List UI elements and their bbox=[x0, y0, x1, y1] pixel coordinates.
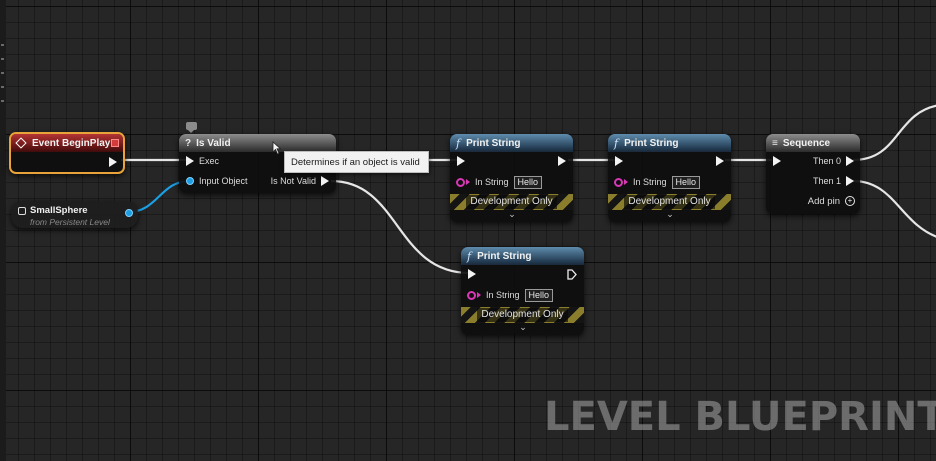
exec-in-arrow-icon bbox=[457, 156, 465, 166]
in-string-input[interactable]: Hello bbox=[524, 288, 554, 302]
in-string-input[interactable]: Hello bbox=[671, 175, 701, 189]
exec-out-arrow-icon bbox=[558, 156, 566, 166]
exec-pin-label: Exec bbox=[199, 156, 220, 166]
smallsphere-variable-node[interactable]: SmallSphere from Persistent Level bbox=[11, 201, 138, 228]
print-string-1-exec-in-pin[interactable] bbox=[457, 154, 465, 168]
print-string-3-exec-in-pin[interactable] bbox=[468, 267, 476, 281]
is-not-valid-label: Is Not Valid bbox=[270, 176, 316, 186]
sequence-title: Sequence bbox=[782, 137, 831, 149]
mouse-cursor-icon bbox=[272, 141, 282, 155]
exec-out-arrow-icon bbox=[846, 176, 854, 186]
level-blueprint-watermark: LEVEL BLUEPRINT bbox=[544, 394, 936, 440]
is-valid-header: ? Is Valid bbox=[179, 134, 336, 152]
print-string-node-1[interactable]: f Print String In String Hello Developme… bbox=[450, 134, 573, 222]
function-icon: f bbox=[467, 249, 472, 263]
development-only-label: Development Only bbox=[624, 195, 715, 209]
exec-out-arrow-icon bbox=[109, 157, 117, 167]
development-only-label: Development Only bbox=[477, 308, 568, 322]
print-string-1-exec-out-pin[interactable] bbox=[558, 154, 566, 168]
then1-label: Then 1 bbox=[812, 176, 841, 186]
print-string-2-exec-out-pin[interactable] bbox=[716, 154, 724, 168]
function-icon: f bbox=[456, 136, 461, 150]
is-valid-exec-in-pin[interactable]: Exec bbox=[186, 154, 219, 168]
exec-wire-then0[interactable] bbox=[852, 104, 936, 162]
sequence-header: ≡ Sequence bbox=[766, 134, 860, 152]
development-only-bar: Development Only bbox=[608, 194, 731, 210]
print-string-title-1: Print String bbox=[466, 137, 521, 149]
print-string-title-3: Print String bbox=[477, 250, 532, 262]
development-only-bar: Development Only bbox=[461, 307, 584, 323]
exec-out-hollow-arrow-icon bbox=[567, 268, 577, 280]
event-beginplay-title: Event BeginPlay bbox=[32, 137, 111, 149]
print-string-header-3: f Print String bbox=[461, 247, 584, 265]
in-string-label: In String bbox=[486, 290, 520, 300]
in-string-input[interactable]: Hello bbox=[513, 175, 543, 189]
is-valid-tooltip: Determines if an object is valid bbox=[284, 151, 429, 173]
is-valid-not-valid-pin[interactable]: Is Not Valid bbox=[271, 174, 329, 188]
sequence-then1-pin[interactable]: Then 1 bbox=[813, 174, 854, 188]
print-string-header-1: f Print String bbox=[450, 134, 573, 152]
question-icon: ? bbox=[185, 137, 192, 149]
left-panel-edge bbox=[0, 0, 6, 461]
tooltip-text: Determines if an object is valid bbox=[291, 156, 420, 168]
sequence-icon: ≡ bbox=[772, 137, 778, 149]
input-object-label: Input Object bbox=[199, 176, 248, 186]
string-pin-icon bbox=[467, 290, 476, 300]
is-valid-node[interactable]: ? Is Valid Exec Input Object Is Not Vali… bbox=[179, 134, 336, 193]
print-string-node-2[interactable]: f Print String In String Hello Developme… bbox=[608, 134, 731, 222]
print-string-2-exec-in-pin[interactable] bbox=[615, 154, 623, 168]
smallsphere-object-out-pin[interactable] bbox=[125, 209, 133, 217]
exec-in-arrow-icon bbox=[186, 156, 194, 166]
expand-chevron-icon[interactable]: ⌄ bbox=[519, 322, 527, 332]
print-string-header-2: f Print String bbox=[608, 134, 731, 152]
sequence-node[interactable]: ≡ Sequence Then 0 Then 1 Add pin + bbox=[766, 134, 860, 214]
sequence-then0-pin[interactable]: Then 0 bbox=[813, 154, 854, 168]
add-pin-plus-icon: + bbox=[845, 196, 855, 206]
sphere-variable-icon bbox=[18, 207, 26, 215]
is-valid-title: Is Valid bbox=[196, 137, 231, 149]
sequence-exec-in-pin[interactable] bbox=[773, 154, 781, 168]
then0-label: Then 0 bbox=[812, 156, 841, 166]
event-beginplay-node[interactable]: Event BeginPlay bbox=[9, 132, 125, 174]
in-string-label: In String bbox=[633, 177, 667, 187]
event-delegate-icon[interactable] bbox=[111, 139, 119, 147]
print-string-3-exec-out-pin[interactable] bbox=[567, 267, 577, 281]
print-string-2-in-string-pin[interactable]: In String Hello bbox=[614, 175, 701, 189]
exec-out-arrow-icon bbox=[716, 156, 724, 166]
print-string-1-in-string-pin[interactable]: In String Hello bbox=[456, 175, 543, 189]
expand-chevron-icon[interactable]: ⌄ bbox=[666, 209, 674, 219]
print-string-3-in-string-pin[interactable]: In String Hello bbox=[467, 288, 554, 302]
print-string-node-3[interactable]: f Print String In String Hello Developme… bbox=[461, 247, 584, 335]
smallsphere-title: SmallSphere bbox=[30, 205, 88, 216]
development-only-label: Development Only bbox=[466, 195, 557, 209]
is-valid-input-object-pin[interactable]: Input Object bbox=[186, 174, 248, 188]
print-string-title-2: Print String bbox=[624, 137, 679, 149]
event-diamond-icon bbox=[15, 137, 27, 149]
exec-wire-then1[interactable] bbox=[852, 179, 936, 238]
exec-in-arrow-icon bbox=[468, 269, 476, 279]
exec-out-arrow-icon bbox=[846, 156, 854, 166]
object-pin-icon bbox=[186, 177, 194, 185]
development-only-bar: Development Only bbox=[450, 194, 573, 210]
event-exec-out-pin[interactable] bbox=[109, 155, 117, 169]
function-icon: f bbox=[614, 136, 619, 150]
exec-in-arrow-icon bbox=[615, 156, 623, 166]
in-string-label: In String bbox=[475, 177, 509, 187]
event-beginplay-header: Event BeginPlay bbox=[11, 134, 123, 152]
exec-in-arrow-icon bbox=[773, 156, 781, 166]
string-pin-icon bbox=[614, 177, 623, 187]
exec-wire-notvalid-to-print3[interactable] bbox=[330, 179, 471, 275]
sequence-add-pin-button[interactable]: Add pin + bbox=[808, 194, 855, 208]
comment-bubble-icon[interactable] bbox=[186, 122, 197, 133]
smallsphere-subtitle: from Persistent Level bbox=[30, 217, 110, 227]
expand-chevron-icon[interactable]: ⌄ bbox=[508, 209, 516, 219]
string-pin-icon bbox=[456, 177, 465, 187]
add-pin-label: Add pin bbox=[807, 195, 840, 207]
exec-out-arrow-icon bbox=[321, 176, 329, 186]
